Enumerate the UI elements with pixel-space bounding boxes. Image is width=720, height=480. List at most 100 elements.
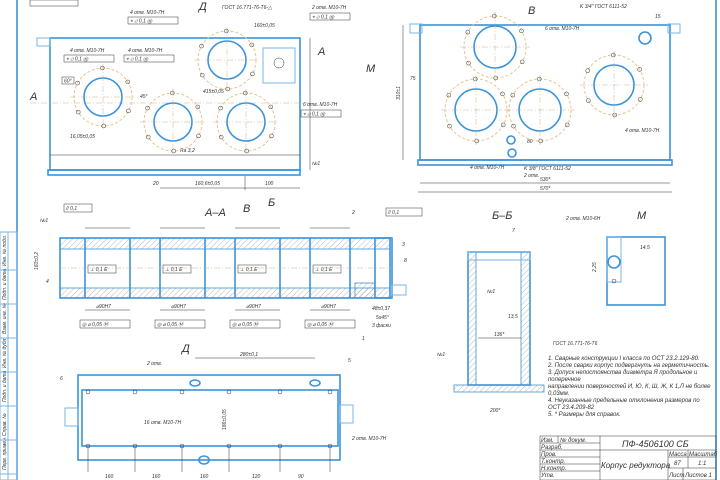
threaded-hole <box>611 52 616 58</box>
stamp-cell: Подп. и дата <box>2 370 8 402</box>
pipe-thread-label: K 3/4" ГОСТ 6111-52 <box>580 4 627 10</box>
angle: 45° <box>140 94 148 100</box>
sheet-label: Лист <box>668 473 684 479</box>
threaded-hole <box>637 67 642 72</box>
thread-label: 2 отв. M10-7H <box>311 5 347 11</box>
view-d: Д 280±0,1 186±0,05 2 отв. 16 отв. M10-7H… <box>60 343 387 480</box>
stamp-cell: Справ. № <box>2 413 8 436</box>
threaded-hole <box>125 79 131 85</box>
runout-frame <box>79 319 131 329</box>
callout-6: 6 <box>60 376 63 382</box>
view-label-d: Д <box>180 343 190 355</box>
perpendicularity-tolerance: ⊥ 0,1 E <box>315 267 333 273</box>
threaded-hole <box>75 109 81 115</box>
front-bearing-bores <box>70 27 285 155</box>
threaded-hole <box>510 92 516 98</box>
runout-frame <box>154 319 206 329</box>
dimension: 14,5 <box>640 245 650 251</box>
note: 2. После сварки корпус подвергнуть на ге… <box>548 363 710 369</box>
dimension: 16,05±0,05 <box>70 134 95 140</box>
threaded-hole <box>171 148 176 154</box>
threaded-hole <box>465 29 471 35</box>
threaded-hole <box>195 104 201 110</box>
threaded-hole <box>225 86 230 92</box>
threaded-hole <box>564 122 570 128</box>
weld-mark: №1 <box>40 218 48 224</box>
section-label-bb: Б–Б <box>492 210 512 222</box>
bolt-hole <box>85 389 91 395</box>
runout-tolerance: ◎ ⌀ 0,05 Ⓜ <box>157 321 184 328</box>
callout-1: 1 <box>362 336 365 342</box>
stamp-cell: Подп. и дата <box>2 268 8 300</box>
technical-notes: 1. Сварные конструкции I класса по ОСТ 2… <box>548 356 713 419</box>
threaded-hole <box>170 90 175 96</box>
view-mark-d: Д <box>197 1 207 13</box>
note: направлении поверхностей И, Ю, К, Ш, Ж, … <box>548 384 711 397</box>
title-block: Изм. № докум. Разраб. Пров. Т.контр. Н.к… <box>539 435 718 480</box>
threaded-hole <box>145 134 151 140</box>
thread-label: 4 отв. M10-7H <box>70 48 105 54</box>
dimension: 20 <box>152 181 159 187</box>
callout-3: 3 <box>402 242 405 248</box>
threaded-hole <box>500 122 506 128</box>
dimension: 160±0,2 <box>34 252 40 270</box>
bolt-hole <box>179 389 185 395</box>
dimension: 160±0,05 <box>254 23 275 29</box>
position-tolerance: ⌖ ⌀ 0,1 Ⓜ <box>130 19 153 25</box>
dimension: 100 <box>265 181 274 187</box>
bore-diameter: ⌀90H7 <box>171 304 186 310</box>
threaded-hole <box>493 75 498 81</box>
dimension: 160 <box>200 474 209 480</box>
callout-2: 2 <box>351 210 355 216</box>
perp-frame <box>162 264 192 274</box>
threaded-hole <box>199 72 205 78</box>
threaded-hole <box>474 138 479 144</box>
callout-8: 8 <box>404 258 407 264</box>
weld-standard: ГОСТ 16.771-76-Т6 <box>553 341 598 347</box>
front-view: A A Д Б M 4 отв. M10-7H 4 отв. M10-7H 4 … <box>29 1 376 209</box>
title-row-tech-control: Т.контр. <box>541 459 565 465</box>
bore-diameter: ⌀90H7 <box>321 304 336 310</box>
view-v: В K 3/4" ГОСТ 6111-52 K 3/8" ГОСТ 6111-5… <box>396 4 681 193</box>
position-tolerance: ⌖ ⌀ 0,1 Ⓜ <box>312 15 335 21</box>
position-tolerance: ⌖ ⌀ 0,1 Ⓜ <box>126 57 149 63</box>
note: 4. Неуказанные предельные отклонения раз… <box>548 398 700 411</box>
stamp-cell: Инв. № подл. <box>2 235 8 266</box>
weld-mark: №1 <box>487 289 495 295</box>
dimension: 200* <box>489 408 501 414</box>
scale-label: Масштаб <box>689 452 718 458</box>
part-name: Корпус редуктора <box>601 461 671 470</box>
dimension: 5x45° <box>376 315 389 321</box>
dimension: 120 <box>252 474 261 480</box>
thread-label: 2 отв. M10-7H <box>351 436 387 442</box>
dimension: 280±0,1 <box>239 352 258 358</box>
threaded-hole <box>269 133 274 139</box>
thread-label: 16 отв. M10-7H <box>144 420 181 426</box>
threaded-hole <box>249 42 255 48</box>
threaded-hole <box>638 97 643 102</box>
threaded-hole <box>126 108 131 114</box>
weld-standard: ГОСТ 16.771-76-Т6-△ <box>222 5 272 11</box>
angle-60: 60° <box>64 79 72 85</box>
threaded-hole <box>250 71 255 77</box>
dimension: 530* <box>540 177 551 183</box>
view-label-v: В <box>528 5 535 17</box>
view-m: M 2 отв. M10-6H 14,5 2,25 <box>565 210 666 306</box>
mass-label: Масса <box>669 452 687 458</box>
perpendicularity-tolerance: ⊥ 0,1 E <box>165 267 183 273</box>
sheets-label: Листов 1 <box>684 473 712 479</box>
threaded-hole <box>446 92 452 98</box>
threaded-hole <box>612 112 617 118</box>
threaded-hole <box>243 90 248 96</box>
scale-value: 1:1 <box>698 461 706 467</box>
runout-tolerance: ◎ ⌀ 0,05 Ⓜ <box>82 321 109 328</box>
threaded-hole <box>218 105 223 111</box>
thread-label: 4 отв. M10-7H <box>128 48 163 54</box>
view-v-bores <box>441 12 652 158</box>
view-mark-m: M <box>366 63 376 75</box>
threaded-hole <box>585 68 590 73</box>
thread-label: 6 отв. M10-7H <box>303 102 338 108</box>
sight-hole <box>273 57 285 69</box>
